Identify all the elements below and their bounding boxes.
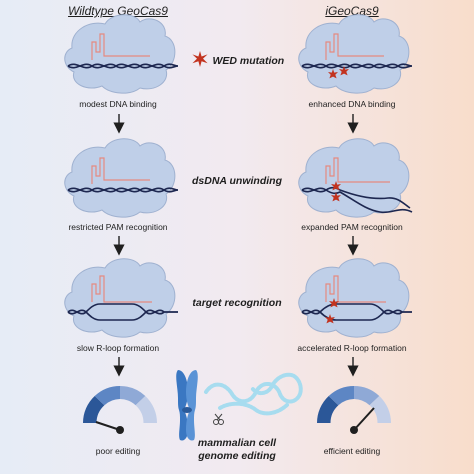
right-protein-1 bbox=[298, 14, 410, 94]
right-mutation-stars-2 bbox=[331, 181, 341, 202]
left-rna-2 bbox=[91, 157, 150, 184]
left-dna-2 bbox=[67, 187, 179, 193]
left-protein-3 bbox=[64, 258, 176, 338]
left-rloop-label: slow R-loop formation bbox=[76, 343, 160, 353]
wed-mutation-label: WED mutation bbox=[192, 48, 302, 69]
left-protein-1 bbox=[64, 14, 176, 94]
right-rloop-label: accelerated R-loop formation bbox=[297, 343, 407, 353]
right-rna-2 bbox=[325, 157, 390, 184]
right-gauge-hub bbox=[350, 426, 358, 434]
right-binding-label: enhanced DNA binding bbox=[308, 99, 396, 109]
scissors-icon bbox=[213, 413, 224, 425]
right-mutation-stars-3 bbox=[325, 298, 339, 324]
mutation-star-icon bbox=[192, 51, 208, 67]
left-gauge-hub bbox=[116, 426, 124, 434]
right-protein-2 bbox=[298, 138, 410, 218]
right-gauge-needle bbox=[353, 407, 375, 431]
dsdna-unwinding-label: dsDNA unwinding bbox=[191, 175, 282, 187]
right-rna-1 bbox=[325, 33, 384, 60]
left-result-label: poor editing bbox=[95, 446, 141, 456]
left-protein-2 bbox=[64, 138, 176, 218]
left-editing-gauge bbox=[83, 386, 157, 434]
wildtype-title: Wildtype GeoCas9 bbox=[68, 4, 168, 18]
right-pam-label: expanded PAM recognition bbox=[301, 222, 403, 232]
right-dna-1 bbox=[301, 63, 413, 69]
right-dna-2 bbox=[301, 186, 413, 214]
left-rna-1 bbox=[91, 33, 150, 60]
igeocas9-title: iGeoCas9 bbox=[325, 4, 379, 18]
plasmid-dna-icon bbox=[204, 372, 303, 416]
right-editing-gauge bbox=[317, 385, 391, 434]
genome-editing-label: mammalian cell genome editing bbox=[197, 437, 277, 462]
target-recognition-label: target recognition bbox=[192, 297, 282, 309]
left-rna-3 bbox=[91, 275, 152, 303]
right-dna-3 bbox=[301, 303, 412, 321]
right-rna-3 bbox=[325, 275, 386, 303]
right-mutation-stars-1 bbox=[328, 66, 349, 79]
left-binding-label: modest DNA binding bbox=[79, 99, 157, 109]
chromosome-icon bbox=[176, 370, 198, 441]
left-pam-label: restricted PAM recognition bbox=[68, 222, 168, 232]
right-result-label: efficient editing bbox=[323, 446, 381, 456]
left-dna-3 bbox=[67, 303, 178, 321]
left-dna-1 bbox=[67, 63, 179, 69]
right-protein-3 bbox=[298, 258, 410, 338]
left-gauge-needle bbox=[95, 421, 121, 431]
